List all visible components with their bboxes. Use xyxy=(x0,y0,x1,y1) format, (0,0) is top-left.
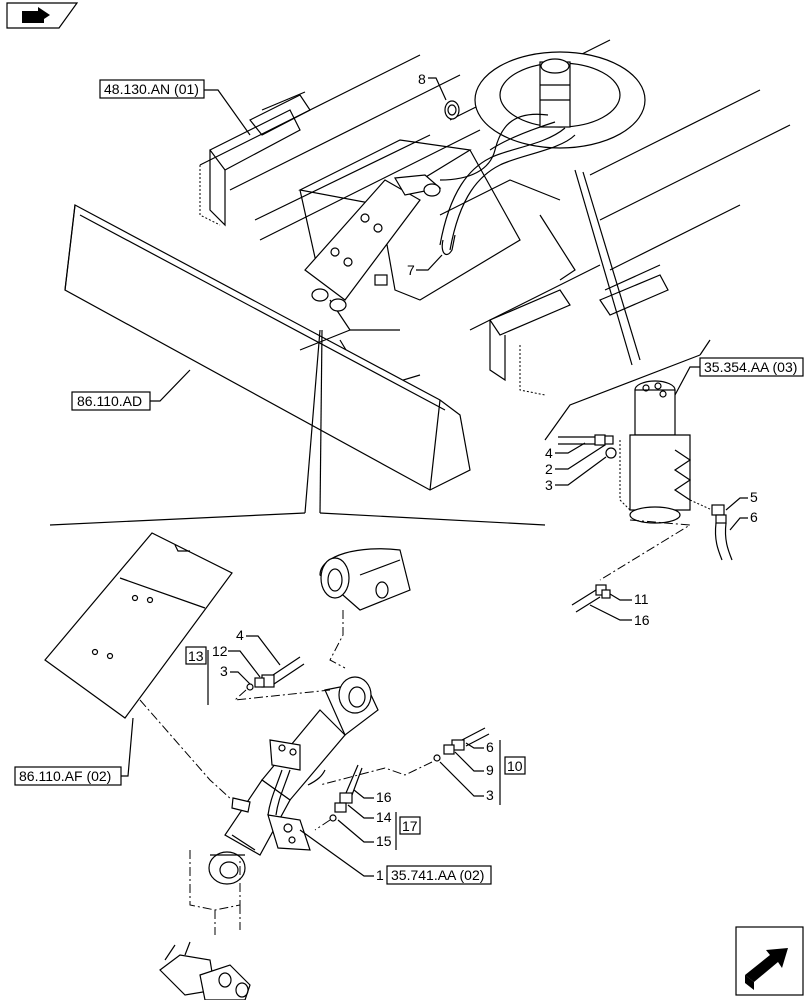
callout-4-lower: 4 xyxy=(236,627,244,643)
callout-3: 3 xyxy=(545,477,553,493)
ref-86-110-af[interactable]: 86.110.AF (02) xyxy=(14,766,122,786)
callout-16: 16 xyxy=(634,612,650,628)
hose-fitting-left xyxy=(558,434,617,459)
callout-1: 1 xyxy=(376,867,384,883)
callout-3-lower: 3 xyxy=(220,663,228,679)
ref-48-130-an-label: 48.130.AN (01) xyxy=(104,81,199,97)
fitting-assembly-11 xyxy=(571,584,611,613)
blade-cylinder-upper xyxy=(304,174,442,312)
hydraulic-hoses xyxy=(439,113,576,255)
callout-5: 5 xyxy=(750,489,758,505)
callout-6: 6 xyxy=(750,509,758,525)
ref-86-110-ad-label: 86.110.AD xyxy=(77,393,142,409)
hose-group-10 xyxy=(433,727,490,762)
group-box-13: 13 xyxy=(185,646,207,665)
callout-11: 11 xyxy=(634,591,649,607)
callout-2: 2 xyxy=(545,461,553,477)
navigation-arrow-icon[interactable] xyxy=(6,2,79,29)
callout-9: 9 xyxy=(486,762,494,778)
ref-35-741-aa[interactable]: 35.741.AA (02) xyxy=(386,865,492,885)
seal-ring xyxy=(444,100,460,120)
pivot-bracket xyxy=(319,548,411,611)
ref-35-354-aa-label: 35.354.AA (03) xyxy=(704,359,797,375)
next-page-arrow-icon[interactable] xyxy=(735,926,804,996)
group-box-10: 10 xyxy=(504,756,526,775)
group-box-17: 17 xyxy=(399,816,421,835)
callout-8: 8 xyxy=(418,71,426,87)
elbow-fitting-right xyxy=(711,504,733,561)
callout-7: 7 xyxy=(407,262,415,278)
group-label-17: 17 xyxy=(402,818,418,834)
ref-86-110-ad[interactable]: 86.110.AD xyxy=(71,391,151,411)
lower-mount-bracket xyxy=(159,941,251,1000)
hose-group-13 xyxy=(246,656,305,691)
callout-6-lower: 6 xyxy=(486,739,494,755)
ref-35-741-aa-label: 35.741.AA (02) xyxy=(391,867,484,883)
callout-12: 12 xyxy=(212,643,228,659)
cover-plate xyxy=(44,532,233,719)
callout-15: 15 xyxy=(376,833,392,849)
swivel-ring xyxy=(474,51,646,149)
swivel-joint xyxy=(629,380,692,524)
ref-35-354-aa[interactable]: 35.354.AA (03) xyxy=(699,357,804,377)
callout-14: 14 xyxy=(376,809,392,825)
callout-3-lower-b: 3 xyxy=(486,787,494,803)
dozer-blade xyxy=(64,204,471,491)
callout-4: 4 xyxy=(545,445,553,461)
ref-48-130-an[interactable]: 48.130.AN (01) xyxy=(99,79,205,99)
blade-lift-cylinder xyxy=(208,676,379,885)
ref-86-110-af-label: 86.110.AF (02) xyxy=(19,768,111,784)
callout-16-lower: 16 xyxy=(376,789,392,805)
group-label-13: 13 xyxy=(188,648,204,664)
group-label-10: 10 xyxy=(507,758,523,774)
